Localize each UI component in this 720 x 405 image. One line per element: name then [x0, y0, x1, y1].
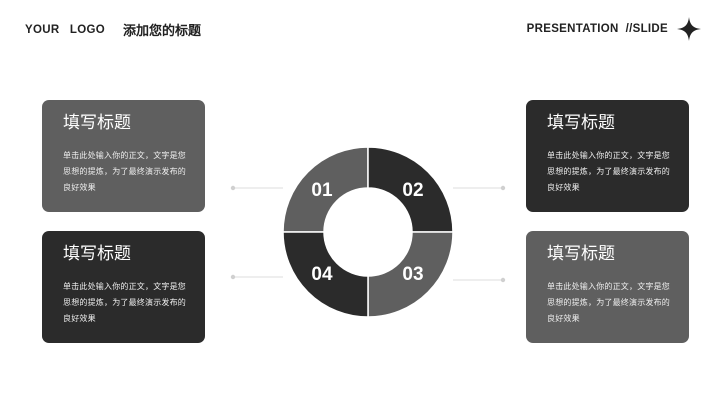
card-title: 填写标题	[547, 244, 615, 264]
connector-dot-04	[230, 274, 236, 280]
card-body: 单击此处输入你的正文，文字是您思想的提炼，为了最终演示发布的良好效果	[547, 151, 670, 192]
connector-lines	[233, 187, 503, 281]
card-title: 填写标题	[63, 244, 131, 264]
donut-segment-02	[367, 146, 454, 233]
card-title: 填写标题	[547, 113, 615, 133]
card-body: 单击此处输入你的正文，文字是您思想的提炼，为了最终演示发布的良好效果	[547, 282, 670, 323]
card-body: 单击此处输入你的正文，文字是您思想的提炼，为了最终演示发布的良好效果	[63, 151, 186, 192]
segment-label-04: 04	[311, 264, 333, 285]
header-right: PRESENTATION //SLIDE	[527, 16, 702, 42]
card-body: 单击此处输入你的正文，文字是您思想的提炼，为了最终演示发布的良好效果	[63, 282, 186, 323]
four-point-star-icon	[677, 17, 701, 41]
connector-dot-03	[500, 277, 506, 283]
card-bottom-left: 填写标题 单击此处输入你的正文，文字是您思想的提炼，为了最终演示发布的良好效果	[42, 231, 205, 343]
segment-label-02: 02	[402, 180, 423, 201]
segment-label-03: 03	[402, 264, 423, 285]
card-bottom-right: 填写标题 单击此处输入你的正文，文字是您思想的提炼，为了最终演示发布的良好效果	[526, 231, 689, 343]
donut-segments	[282, 146, 454, 318]
connector-dot-02	[500, 185, 506, 191]
card-top-right: 填写标题 单击此处输入你的正文，文字是您思想的提炼，为了最终演示发布的良好效果	[526, 100, 689, 212]
connector-dots	[230, 185, 506, 283]
header-left: YOUR LOGO 添加您的标题	[25, 20, 201, 40]
card-top-left: 填写标题 单击此处输入你的正文，文字是您思想的提炼，为了最终演示发布的良好效果	[42, 100, 205, 212]
presentation-label: PRESENTATION //SLIDE	[526, 23, 668, 35]
donut-segment-04	[282, 231, 369, 318]
slide-title: 添加您的标题	[122, 24, 201, 39]
segment-label-01: 01	[311, 180, 333, 201]
card-title: 填写标题	[63, 113, 131, 133]
connector-dot-01	[230, 185, 236, 191]
donut-segment-03	[367, 231, 454, 318]
logo-text: YOUR LOGO	[25, 23, 105, 36]
donut-segment-01	[282, 146, 369, 233]
